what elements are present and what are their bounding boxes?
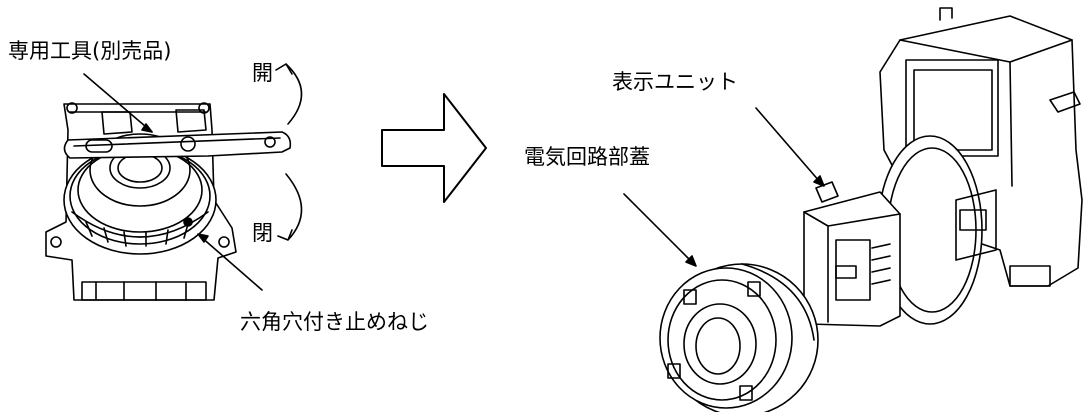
tool-leader-arrowhead [141,123,153,133]
setscrew-label: 六角穴付き止めねじ [240,310,429,334]
cover-leader-arrowhead [685,255,697,267]
open-label: 開 [252,61,273,85]
housing-with-tool-illustration [45,63,303,301]
direction-arrow [381,93,487,203]
display-unit-leader-line [755,107,821,183]
display-unit-label: 表示ユニット [612,70,738,94]
tool-leader-line [83,73,153,133]
setscrew-leader-arrowhead [197,233,209,243]
cover-leader-line [623,193,693,263]
exploded-view-illustration [659,7,1083,412]
cover-label: 電気回路部蓋 [524,145,650,169]
close-label: 閉 [252,221,273,245]
tool-label: 専用工具(別売品) [8,39,172,63]
setscrew-leader-line [199,235,263,291]
display-unit-leader-arrowhead [813,175,825,187]
